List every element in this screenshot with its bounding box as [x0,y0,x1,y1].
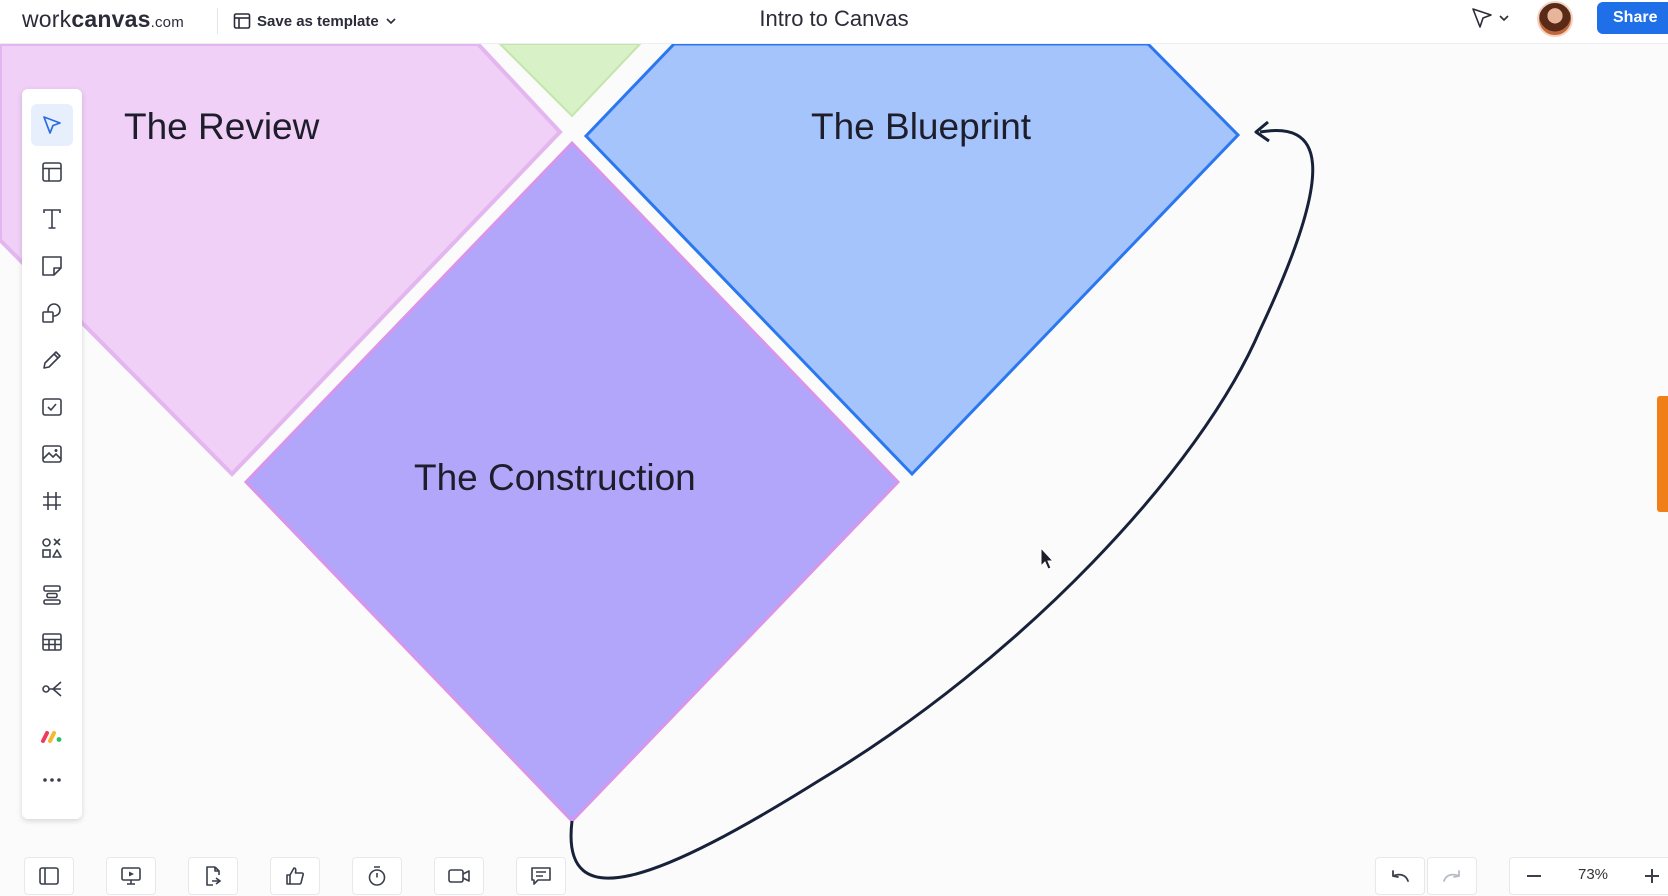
more-tools-button[interactable] [31,759,73,801]
undo-icon [1392,870,1409,882]
minus-icon [1527,875,1541,877]
connector-icon [42,681,62,697]
present-button[interactable] [106,857,156,895]
sticky-note-tool-button[interactable] [31,245,73,287]
layout-icon [42,162,62,182]
sidebar-icon [39,867,59,885]
redo-button[interactable] [1427,857,1477,895]
zoom-level[interactable]: 73% [1577,866,1609,883]
checkbox-icon [42,398,62,416]
export-button[interactable] [188,857,238,895]
blueprint-label[interactable]: The Blueprint [811,106,1032,147]
image-icon [42,445,62,463]
divider [217,8,218,34]
arrowhead-icon [1254,120,1270,143]
pen-tool-button[interactable] [31,339,73,381]
zoom-in-button[interactable] [1632,862,1668,890]
thumbs-up-icon [286,867,304,885]
elements-tool-button[interactable] [31,527,73,569]
chevron-down-icon [386,18,396,25]
more-icon [43,778,61,782]
text-tool-button[interactable] [31,198,73,240]
mouse-cursor-icon [1040,546,1055,570]
canvas-drawing [0,44,1315,880]
video-camera-icon [448,869,470,883]
timer-icon [368,866,386,886]
templates-tool-button[interactable] [31,151,73,193]
comments-button[interactable] [516,857,566,895]
top-bar: workcanvas.com Save as template Intro to… [0,0,1668,44]
share-button[interactable]: Share [1597,2,1668,34]
zoom-out-button[interactable] [1514,862,1554,890]
review-label[interactable]: The Review [124,106,320,147]
redo-icon [1443,870,1460,882]
construction-label[interactable]: The Construction [414,457,696,498]
table-tool-button[interactable] [31,621,73,663]
side-panel-tab[interactable] [1657,396,1668,512]
video-call-button[interactable] [434,857,484,895]
file-export-icon [206,866,222,886]
frame-tool-button[interactable] [31,480,73,522]
text-icon [43,209,61,229]
table-icon [42,633,62,651]
save-as-template-button[interactable]: Save as template [233,8,397,34]
elements-icon [42,538,62,558]
toggle-sidebar-button[interactable] [24,857,74,895]
voting-button[interactable] [270,857,320,895]
plus-icon [1645,869,1659,883]
document-title[interactable]: Intro to Canvas [759,6,909,31]
workcanvas-logo[interactable]: workcanvas.com [22,6,184,33]
user-avatar[interactable] [1537,1,1573,37]
align-tool-button[interactable] [31,574,73,616]
canvas-board[interactable]: The Review The Blueprint The Constructio… [0,44,1668,896]
logo-prefix: work [22,6,72,32]
connector-tool-button[interactable] [31,668,73,710]
chevron-down-icon [1499,15,1509,22]
align-icon [43,585,61,605]
monday-apps-icon [41,731,62,743]
pointer-icon [43,116,61,134]
apps-tool-button[interactable] [31,715,73,757]
sticky-note-icon [42,256,62,276]
shapes-tool-button[interactable] [31,292,73,334]
frame-icon [43,492,61,510]
presentation-icon [121,867,141,885]
timer-button[interactable] [352,857,402,895]
blueprint-diamond-shape[interactable] [583,44,1241,477]
pencil-icon [43,351,61,369]
logo-suffix: .com [150,14,184,31]
comment-icon [531,867,551,885]
green-diamond-shape[interactable] [498,44,642,118]
logo-brand: canvas [71,6,151,32]
undo-button[interactable] [1375,857,1425,895]
template-icon [233,13,251,29]
image-tool-button[interactable] [31,433,73,475]
review-diamond-shape[interactable] [0,44,563,477]
left-toolbar [22,89,82,819]
save-as-template-label: Save as template [257,12,379,30]
checklist-tool-button[interactable] [31,386,73,428]
pointer-icon [1472,8,1492,28]
select-tool-button[interactable] [31,104,73,146]
presentation-mode-dropdown[interactable] [1470,6,1510,30]
zoom-controls [1509,857,1668,895]
shapes-icon [42,303,61,323]
curved-connector-arrow[interactable] [569,129,1315,880]
